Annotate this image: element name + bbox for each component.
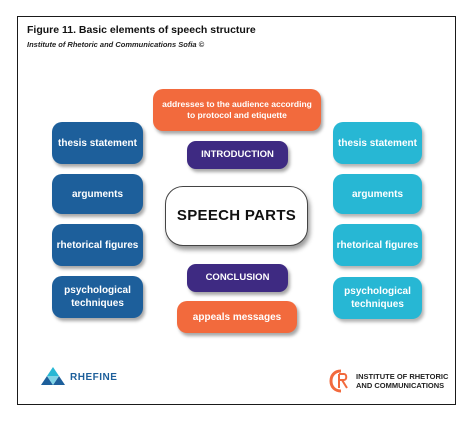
- institute-logo-line1: INSTITUTE OF RHETORIC: [356, 371, 449, 381]
- conclusion-box: CONCLUSION: [187, 264, 288, 292]
- speech-parts-box: SPEECH PARTS: [165, 186, 308, 246]
- institute-mark-icon: [329, 369, 348, 393]
- figure-subtitle: Institute of Rhetoric and Communications…: [27, 40, 205, 49]
- left-item-psychological-techniques: psychological techniques: [52, 276, 143, 318]
- rhefine-logo-name: RHEFINE: [70, 371, 118, 383]
- top-box-addresses: addresses to the audience according to p…: [153, 89, 321, 131]
- rhefine-mark-icon: [41, 367, 65, 385]
- right-item-psychological-techniques: psychological techniques: [333, 277, 422, 319]
- left-item-rhetorical-figures: rhetorical figures: [52, 224, 143, 266]
- institute-logo-line2: AND COMMUNICATIONS: [356, 381, 445, 390]
- right-item-arguments: arguments: [333, 174, 422, 214]
- introduction-box: INTRODUCTION: [187, 141, 288, 169]
- left-item-thesis-statement: thesis statement: [52, 122, 143, 164]
- figure-title: Figure 11. Basic elements of speech stru…: [27, 24, 256, 36]
- right-item-rhetorical-figures: rhetorical figures: [333, 224, 422, 266]
- rhefine-logo: RHEFINE: [40, 366, 117, 388]
- institute-logo: INSTITUTE OF RHETORIC AND COMMUNICATIONS: [328, 368, 448, 394]
- bottom-box-appeals: appeals messages: [177, 301, 297, 333]
- left-item-arguments: arguments: [52, 174, 143, 214]
- right-item-thesis-statement: thesis statement: [333, 122, 422, 164]
